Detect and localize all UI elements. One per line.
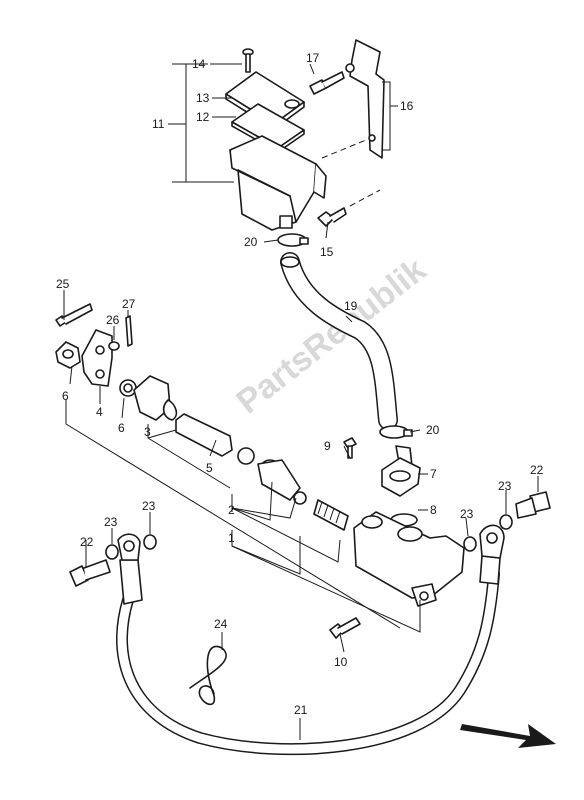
hose-connector bbox=[381, 445, 421, 497]
lever-holder bbox=[55, 329, 113, 387]
part-number-7: 7 bbox=[430, 467, 437, 481]
part-number-4: 4 bbox=[96, 405, 103, 419]
part-number-15: 15 bbox=[320, 245, 334, 259]
part-number-8: 8 bbox=[430, 503, 437, 517]
part-number-22b: 22 bbox=[530, 463, 544, 477]
clutch-hose bbox=[116, 568, 500, 756]
bracket-bolt bbox=[309, 63, 355, 95]
part-number-13: 13 bbox=[196, 91, 210, 105]
part-number-23b: 23 bbox=[142, 499, 156, 513]
part-number-27: 27 bbox=[122, 297, 136, 311]
leader-lines bbox=[63, 63, 539, 740]
master-cylinder-internals bbox=[119, 375, 349, 531]
sealing-washer-a bbox=[105, 544, 119, 560]
part-number-23c: 23 bbox=[460, 507, 474, 521]
hose-clamp-lower bbox=[379, 425, 413, 439]
hose-fitting-right bbox=[479, 555, 501, 585]
part-number-12: 12 bbox=[196, 110, 210, 124]
hose-fitting-left bbox=[119, 559, 143, 605]
sealing-washer-c bbox=[463, 536, 477, 552]
direction-arrow bbox=[460, 724, 556, 748]
connector-screw bbox=[343, 437, 357, 459]
part-number-6b: 6 bbox=[118, 421, 125, 435]
part-number-6a: 6 bbox=[62, 389, 69, 403]
reservoir-body bbox=[229, 135, 317, 231]
washer-26 bbox=[108, 341, 120, 351]
banjo-bolt-left bbox=[69, 559, 111, 587]
hose-clip bbox=[189, 645, 227, 706]
watermark: PartsRepublik bbox=[230, 251, 434, 422]
sealing-washer-b bbox=[143, 534, 157, 550]
mounting-bolt bbox=[329, 617, 361, 639]
part-number-14: 14 bbox=[192, 57, 206, 71]
reservoir-screw bbox=[242, 48, 254, 73]
sealing-washer-d bbox=[499, 514, 513, 530]
holder-bolt bbox=[55, 303, 93, 327]
reservoir-bracket bbox=[349, 39, 385, 159]
part-number-10: 10 bbox=[334, 655, 348, 669]
master-cylinder-body bbox=[353, 511, 465, 607]
part-number-23d: 23 bbox=[498, 479, 512, 493]
part-number-2: 2 bbox=[228, 503, 235, 517]
banjo-bolt-right bbox=[515, 491, 551, 519]
part-number-26: 26 bbox=[106, 313, 120, 327]
part-number-25: 25 bbox=[56, 277, 70, 291]
reservoir-assembly bbox=[225, 39, 385, 231]
cotter-pin bbox=[125, 315, 133, 347]
part-number-17: 17 bbox=[306, 51, 320, 65]
part-number-21: 21 bbox=[294, 703, 308, 717]
part-number-11: 11 bbox=[152, 117, 165, 131]
part-number-19: 19 bbox=[344, 299, 358, 313]
part-numbers: 1 2 3 4 5 6 6 7 8 9 10 11 12 13 14 15 16… bbox=[56, 51, 544, 717]
part-number-20b: 20 bbox=[426, 423, 440, 437]
part-number-20a: 20 bbox=[244, 235, 258, 249]
part-number-3: 3 bbox=[144, 425, 151, 439]
part-number-24: 24 bbox=[214, 617, 228, 631]
part-number-22a: 22 bbox=[80, 535, 94, 549]
part-number-9: 9 bbox=[324, 439, 331, 453]
part-number-5: 5 bbox=[206, 461, 213, 475]
reservoir-bolt bbox=[317, 207, 347, 227]
part-number-1: 1 bbox=[228, 531, 235, 545]
part-number-16: 16 bbox=[400, 99, 414, 113]
hose-clamp-upper bbox=[277, 233, 309, 247]
part-number-23a: 23 bbox=[104, 515, 118, 529]
